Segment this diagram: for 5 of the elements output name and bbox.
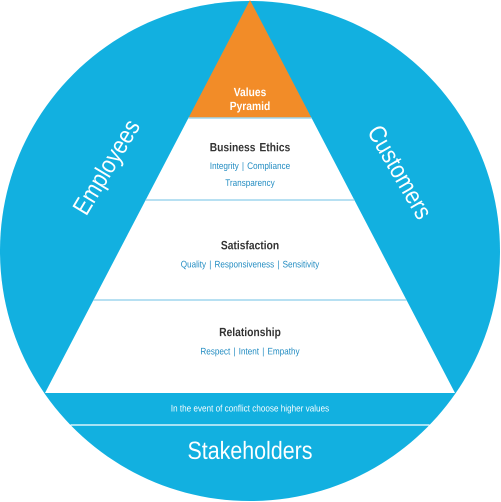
- stakeholders-label: Stakeholders: [188, 440, 312, 460]
- pyramid-tier: Values Pyramid: [188, 0, 312, 118]
- note-text: In the event of conflict choose higher values: [172, 404, 329, 414]
- pyramid-tier: Relationship Respect | Intent | Empathy: [45, 299, 455, 393]
- pyramid-tier: Business Ethics Integrity | Compliance Transparency: [146, 117, 354, 200]
